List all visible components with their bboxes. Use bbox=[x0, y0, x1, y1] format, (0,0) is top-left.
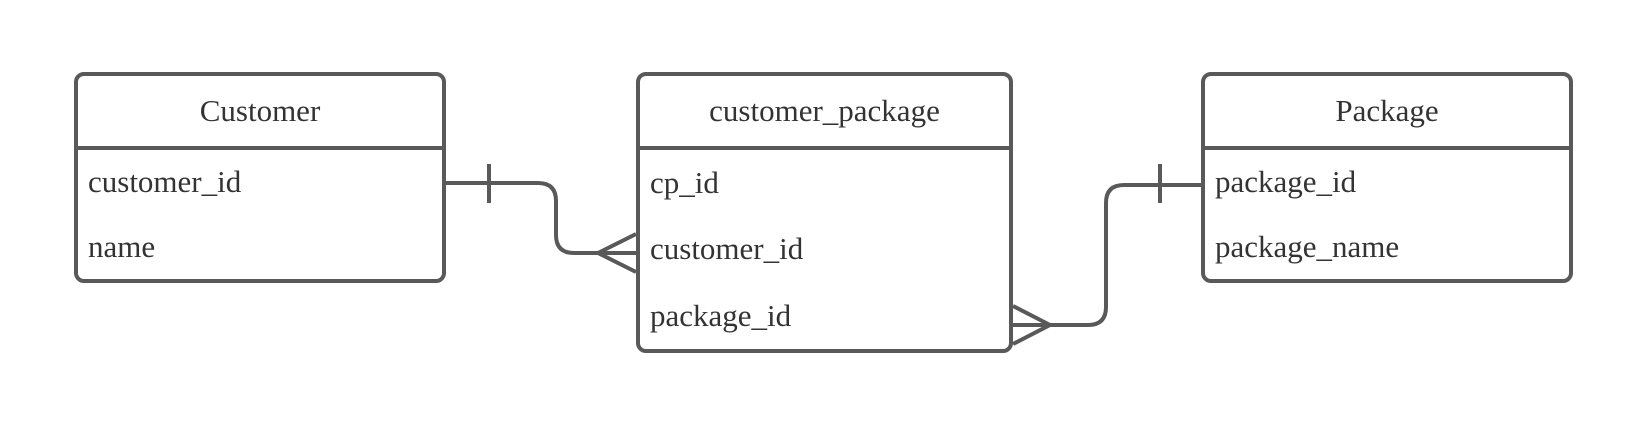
entity-field: customer_id bbox=[650, 231, 804, 267]
entity-field: package_name bbox=[1215, 228, 1400, 264]
entity-field: cp_id bbox=[650, 165, 719, 201]
entity-customer-package: customer_package cp_id customer_id packa… bbox=[636, 72, 1013, 353]
entity-customer: Customer customer_id name bbox=[74, 72, 446, 283]
entity-package: Package package_id package_name bbox=[1201, 72, 1573, 283]
entity-field: package_id bbox=[1215, 164, 1357, 200]
entity-field: customer_id bbox=[88, 164, 242, 200]
entity-title: Customer bbox=[78, 76, 442, 150]
entity-title: Package bbox=[1205, 76, 1569, 150]
entity-field: name bbox=[88, 228, 156, 264]
entity-title: customer_package bbox=[640, 76, 1009, 150]
relationship-customer-to-customer-package bbox=[446, 164, 637, 274]
crow-foot-many-marker bbox=[1012, 304, 1051, 346]
relationship-line bbox=[1013, 183, 1201, 327]
crow-foot-many-marker bbox=[597, 232, 637, 274]
relationship-package-to-customer-package bbox=[1012, 164, 1201, 346]
entity-field: package_id bbox=[650, 297, 792, 333]
relationship-line bbox=[446, 181, 636, 255]
